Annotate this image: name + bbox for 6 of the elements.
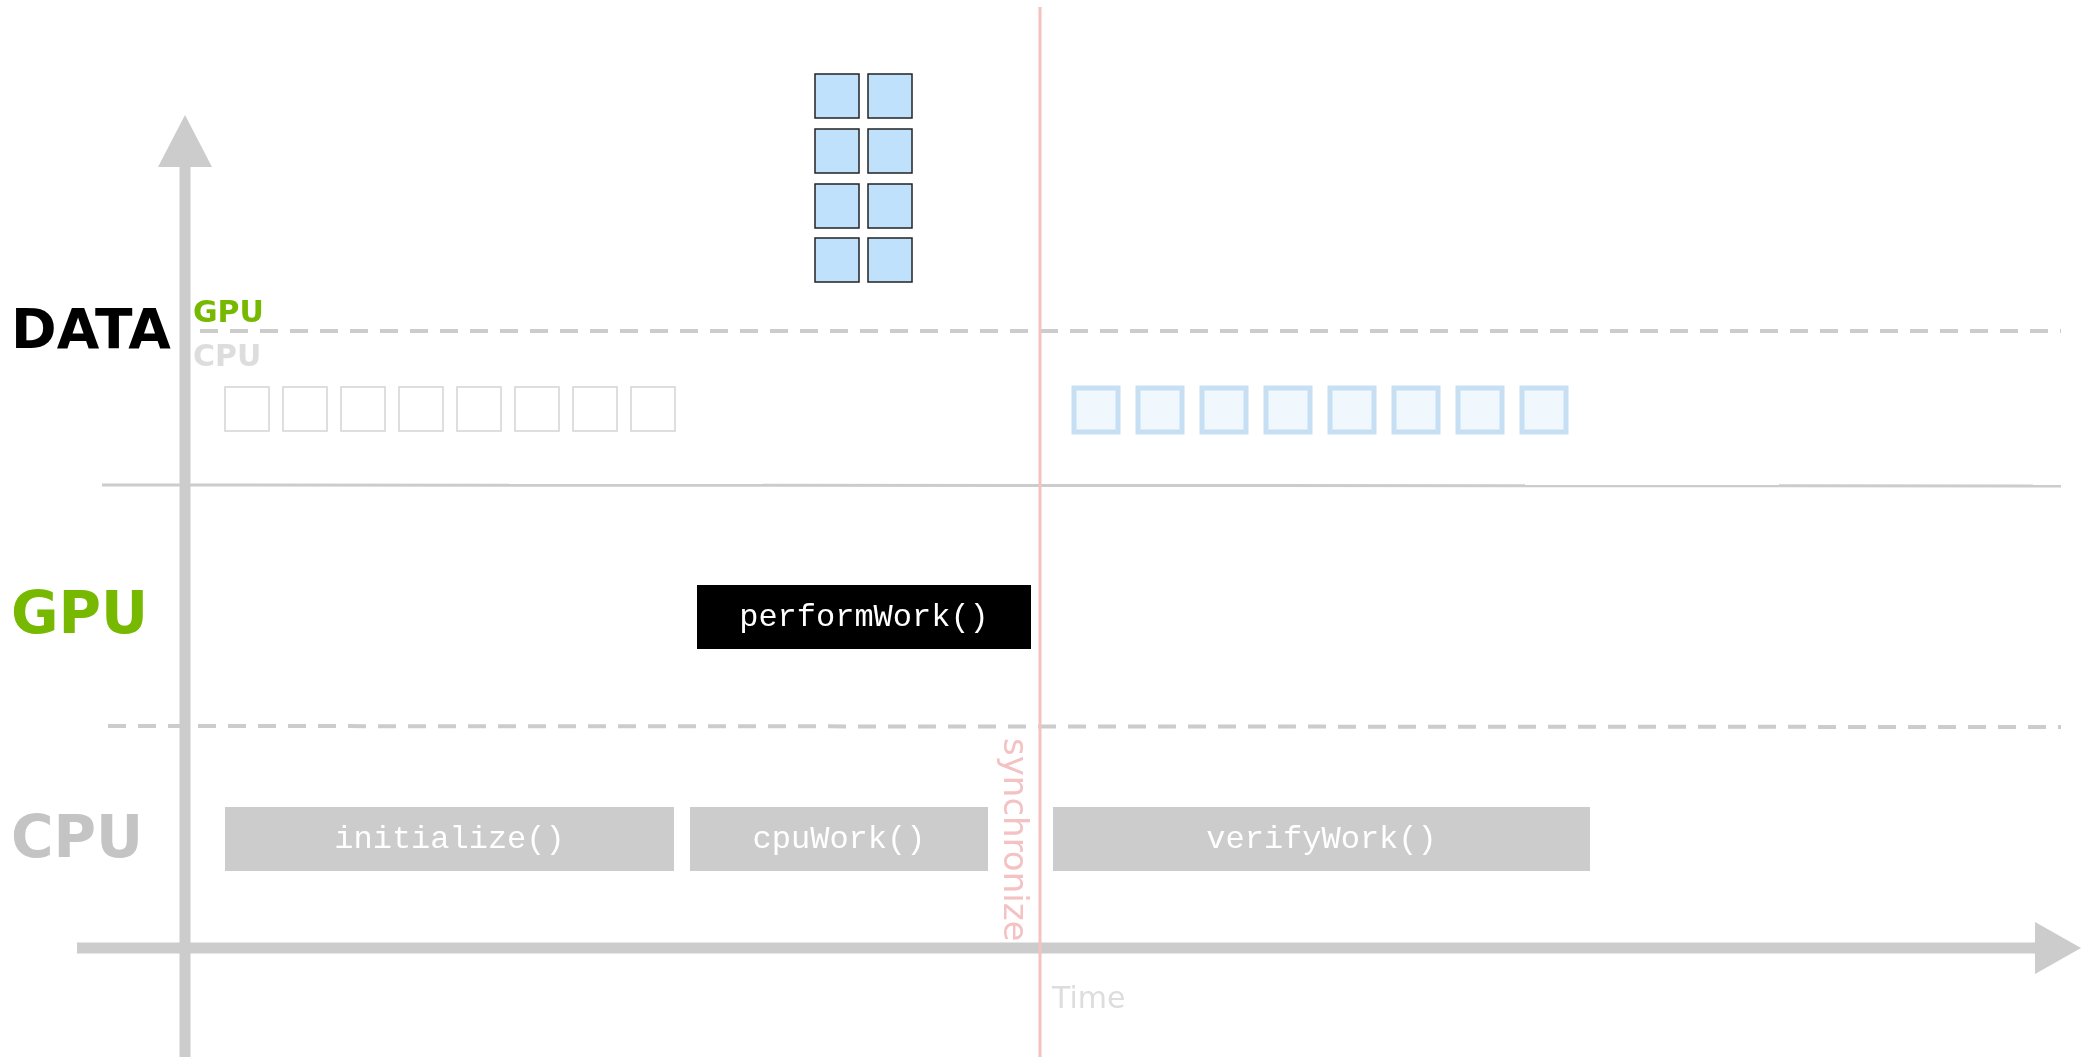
gpu-task-box: performWork()	[697, 585, 1031, 649]
lane-title: DATA	[11, 302, 171, 357]
memory-label: GPU	[193, 297, 264, 327]
sync-label: synchronize	[999, 738, 1033, 942]
lane-title: CPU	[11, 808, 144, 866]
lane-title: GPU	[11, 584, 149, 642]
